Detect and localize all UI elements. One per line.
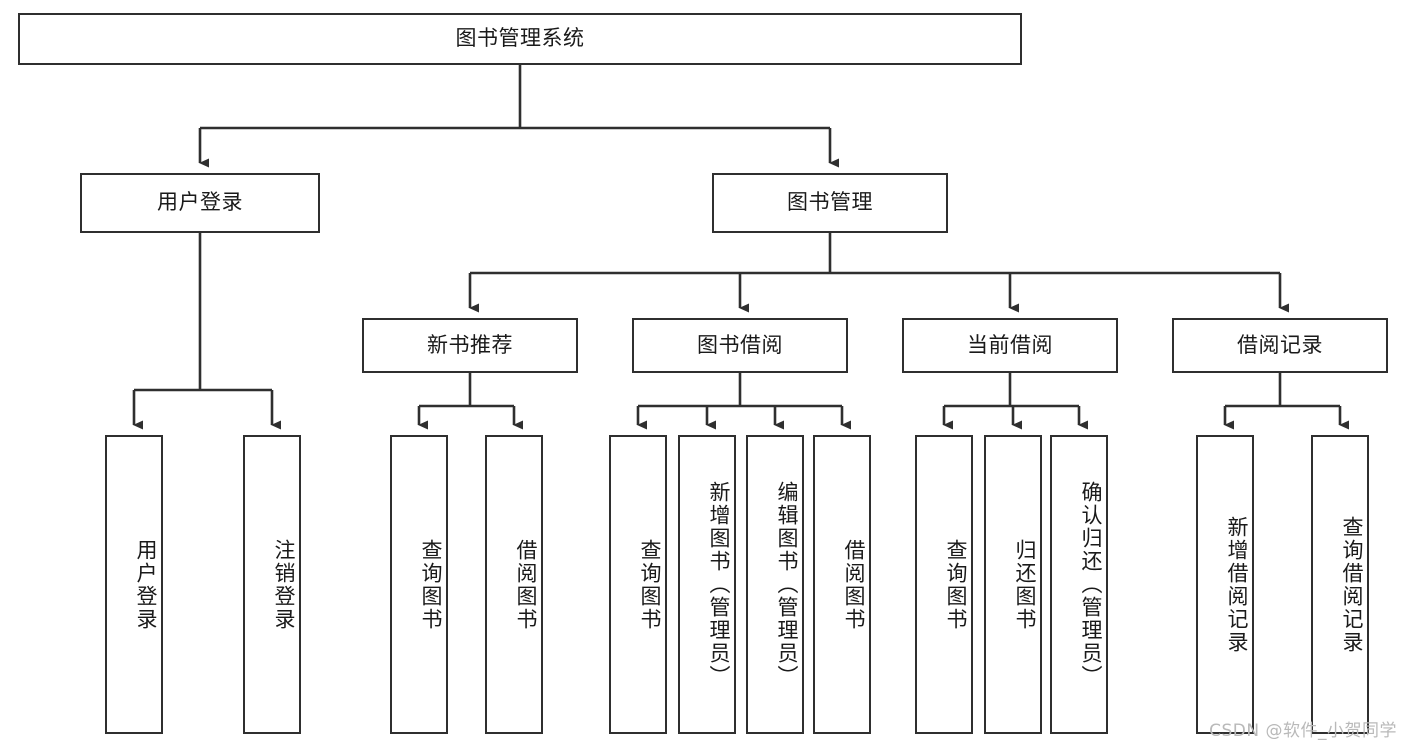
node-label: 图书借阅 xyxy=(697,332,783,357)
node-label: 确认归还（管理员） xyxy=(1079,481,1103,688)
node-book-borrow[interactable]: 图书借阅 xyxy=(632,318,848,373)
node-label: 借阅图书 xyxy=(514,538,538,631)
node-label: 查询图书 xyxy=(944,538,968,631)
node-book-manage[interactable]: 图书管理 xyxy=(712,173,948,233)
node-label: 编辑图书（管理员） xyxy=(775,481,799,688)
node-leaf-cb-return[interactable]: 归还图书 xyxy=(984,435,1042,734)
node-leaf-bb-edit[interactable]: 编辑图书（管理员） xyxy=(746,435,804,734)
node-label: 新书推荐 xyxy=(427,332,513,357)
csdn-watermark: CSDN @软件_小贺同学 xyxy=(1209,721,1397,741)
node-label: 查询图书 xyxy=(638,538,662,631)
node-new-book-rec[interactable]: 新书推荐 xyxy=(362,318,578,373)
node-leaf-cb-confirm[interactable]: 确认归还（管理员） xyxy=(1050,435,1108,734)
node-label: 图书管理 xyxy=(787,190,873,215)
node-leaf-rec-query[interactable]: 查询图书 xyxy=(390,435,448,734)
node-leaf-logout[interactable]: 注销登录 xyxy=(243,435,301,734)
node-leaf-rec-borrow[interactable]: 借阅图书 xyxy=(485,435,543,734)
node-label: 查询借阅记录 xyxy=(1340,515,1364,654)
node-label: 借阅图书 xyxy=(842,538,866,631)
node-label: 新增借阅记录 xyxy=(1225,515,1249,654)
node-label: 注销登录 xyxy=(272,538,296,631)
node-label: 新增图书（管理员） xyxy=(707,481,731,688)
node-label: 图书管理系统 xyxy=(455,26,585,51)
node-current-borrow[interactable]: 当前借阅 xyxy=(902,318,1118,373)
node-leaf-br-query[interactable]: 查询借阅记录 xyxy=(1311,435,1369,734)
node-leaf-bb-add[interactable]: 新增图书（管理员） xyxy=(678,435,736,734)
node-leaf-user-login[interactable]: 用户登录 xyxy=(105,435,163,734)
node-label: 归还图书 xyxy=(1013,538,1037,631)
node-user-login[interactable]: 用户登录 xyxy=(80,173,320,233)
node-label: 用户登录 xyxy=(157,190,243,215)
node-leaf-bb-query[interactable]: 查询图书 xyxy=(609,435,667,734)
node-label: 借阅记录 xyxy=(1237,332,1323,357)
node-root[interactable]: 图书管理系统 xyxy=(18,13,1022,65)
node-leaf-br-add[interactable]: 新增借阅记录 xyxy=(1196,435,1254,734)
node-leaf-cb-query[interactable]: 查询图书 xyxy=(915,435,973,734)
node-label: 当前借阅 xyxy=(967,332,1053,357)
node-leaf-bb-borrow[interactable]: 借阅图书 xyxy=(813,435,871,734)
node-label: 查询图书 xyxy=(419,538,443,631)
node-borrow-record[interactable]: 借阅记录 xyxy=(1172,318,1388,373)
node-label: 用户登录 xyxy=(134,538,158,631)
